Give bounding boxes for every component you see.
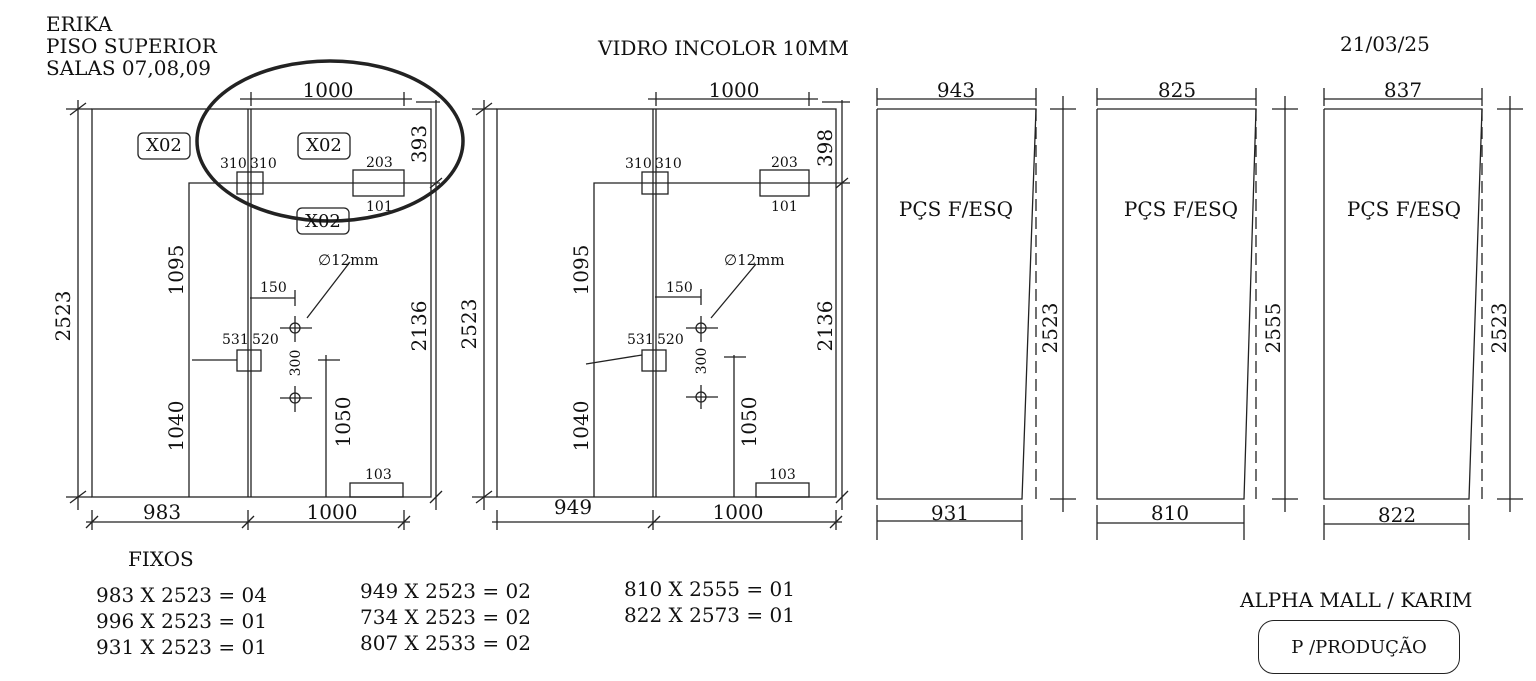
tag-box-1 <box>137 132 191 160</box>
panel-3-top: 837 <box>1384 78 1422 102</box>
panel-3-label: PÇS F/ESQ <box>1347 197 1461 221</box>
door-2-hole-dia: ∅12mm <box>724 251 785 269</box>
tag-box-3 <box>296 207 350 235</box>
door-2-hole-spacing: 300 <box>694 348 710 375</box>
door-2-drawing <box>472 92 850 530</box>
door-2-lower-panel: 1040 <box>569 401 593 452</box>
project-label: ALPHA MALL / KARIM <box>1240 588 1473 612</box>
production-stamp: P /PRODUÇÃO <box>1258 620 1460 674</box>
fixos-item: 931 X 2523 = 01 <box>96 635 267 659</box>
door-1-width-left: 983 <box>143 500 181 524</box>
fixos-item: 996 X 2523 = 01 <box>96 609 267 633</box>
door-2-pivot-top: 203 <box>771 155 798 171</box>
panel-2-top: 825 <box>1158 78 1196 102</box>
door-1-hole-spacing: 300 <box>288 350 304 377</box>
fixos-col-2: 949 X 2523 = 02 734 X 2523 = 02 807 X 25… <box>360 578 531 656</box>
door-2-lock-a: 531 <box>627 332 654 348</box>
door-1-handle-height: 1050 <box>331 397 355 448</box>
fixos-col-3: 810 X 2555 = 01 822 X 2573 = 01 <box>624 576 795 628</box>
fixos-item: 822 X 2573 = 01 <box>624 603 795 627</box>
material-label: VIDRO INCOLOR 10MM <box>598 36 849 60</box>
door-1-top-fix: 393 <box>407 125 431 163</box>
fixos-item: 983 X 2523 = 04 <box>96 583 267 607</box>
highlight-ellipse <box>195 59 465 223</box>
door-1-lock-a: 531 <box>222 332 249 348</box>
tag-box-2 <box>297 132 351 160</box>
door-2-hinge-a: 310 <box>625 156 652 172</box>
door-1-right-height: 2136 <box>407 301 431 352</box>
door-1-pivot-top: 203 <box>366 155 393 171</box>
door-2-hole-offset: 150 <box>666 280 693 296</box>
door-1-lower-panel: 1040 <box>164 401 188 452</box>
floor-label: PISO SUPERIOR <box>46 34 217 58</box>
door-2-width-left: 949 <box>554 495 592 519</box>
panel-1-bottom: 931 <box>931 501 969 525</box>
door-2-top-fix: 398 <box>813 129 837 167</box>
door-2-hinge-b: 310 <box>655 156 682 172</box>
door-1-drawing <box>66 59 465 530</box>
client-name: ERIKA <box>46 12 113 36</box>
door-2-upper-panel: 1095 <box>569 245 593 296</box>
door-1-height: 2523 <box>51 291 75 342</box>
fixos-item: 810 X 2555 = 01 <box>624 577 795 601</box>
fixos-item: 949 X 2523 = 02 <box>360 579 531 603</box>
fixos-title: FIXOS <box>128 547 194 571</box>
door-2-right-height: 2136 <box>813 301 837 352</box>
door-1-hole-offset: 150 <box>260 280 287 296</box>
panel-1-top: 943 <box>937 78 975 102</box>
door-2-outline <box>496 108 837 498</box>
door-1-hinge-b: 310 <box>250 156 277 172</box>
door-1-lock-b: 520 <box>252 332 279 348</box>
door-1-hole-dia: ∅12mm <box>318 251 379 269</box>
door-1-upper-panel: 1095 <box>164 245 188 296</box>
door-2-height: 2523 <box>457 299 481 350</box>
door-2-lock-b: 520 <box>657 332 684 348</box>
date-label: 21/03/25 <box>1340 32 1430 56</box>
door-2-pivot-bottom: 103 <box>769 467 796 483</box>
panel-2-bottom: 810 <box>1151 501 1189 525</box>
panel-3-bottom: 822 <box>1378 503 1416 527</box>
panel-3-drawing <box>1323 88 1523 540</box>
fixos-col-1: 983 X 2523 = 04 996 X 2523 = 01 931 X 25… <box>96 582 267 660</box>
door-1-width-right: 1000 <box>307 500 358 524</box>
door-1-outline <box>91 108 432 498</box>
panel-1-drawing <box>876 88 1076 540</box>
door-1-tag-1: X02 <box>146 135 182 156</box>
door-2-pivot-top-b: 101 <box>771 199 798 215</box>
door-1-tag-3: X02 <box>305 211 341 232</box>
fixos-item: 734 X 2523 = 02 <box>360 605 531 629</box>
fixos-item: 807 X 2533 = 02 <box>360 631 531 655</box>
rooms-label: SALAS 07,08,09 <box>46 56 211 80</box>
door-1-tag-2: X02 <box>306 135 342 156</box>
panel-2-drawing <box>1096 88 1298 540</box>
door-1-hinge-a: 310 <box>220 156 247 172</box>
door-2-handle-height: 1050 <box>737 397 761 448</box>
door-2-top-width: 1000 <box>709 78 760 102</box>
panel-3-height: 2523 <box>1487 303 1511 354</box>
panel-2-height: 2555 <box>1261 303 1285 354</box>
door-1-pivot-top-b: 101 <box>366 199 393 215</box>
door-1-top-width: 1000 <box>303 78 354 102</box>
door-2-width-right: 1000 <box>713 500 764 524</box>
panel-1-label: PÇS F/ESQ <box>899 197 1013 221</box>
panel-1-height: 2523 <box>1038 303 1062 354</box>
door-1-pivot-bottom: 103 <box>365 467 392 483</box>
panel-2-label: PÇS F/ESQ <box>1124 197 1238 221</box>
